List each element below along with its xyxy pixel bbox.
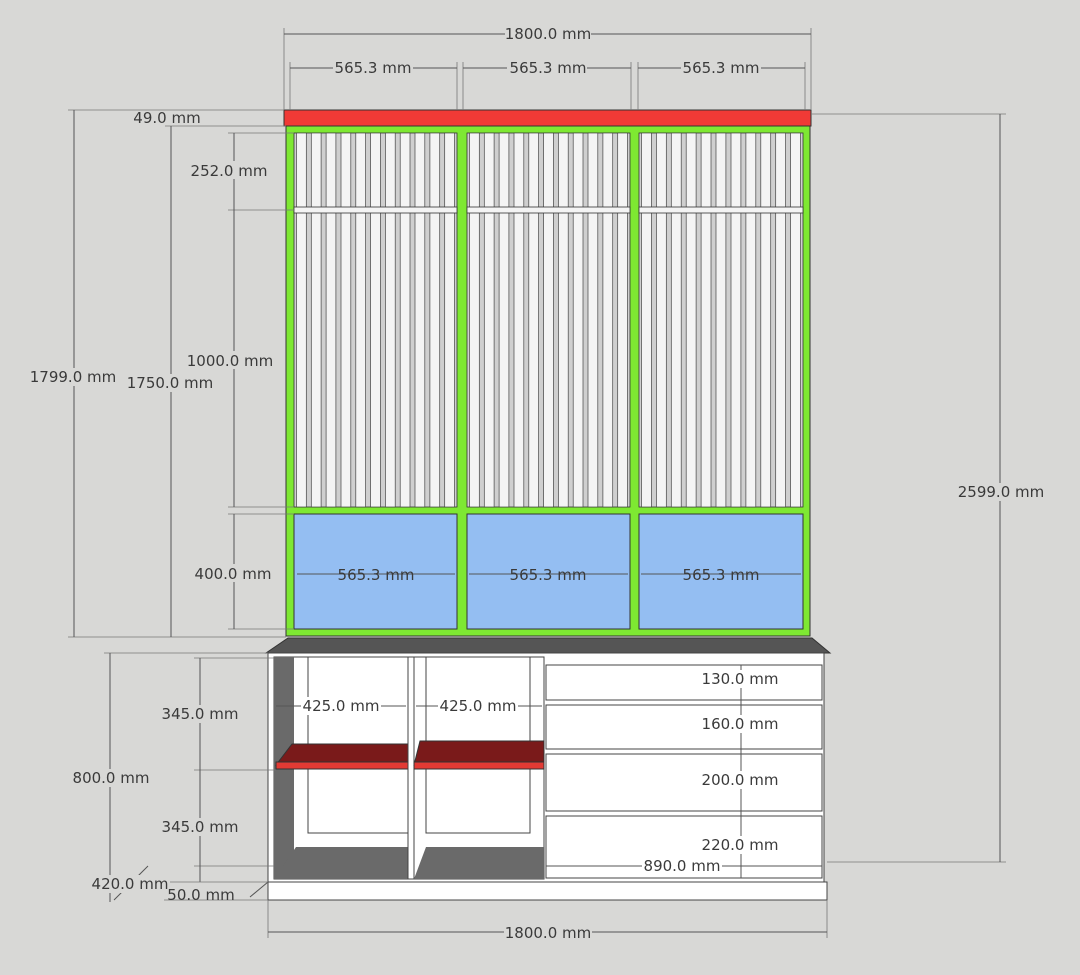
countertop — [264, 637, 832, 654]
label-drawer-1-height: 130.0 mm — [702, 670, 779, 688]
slat — [528, 132, 539, 508]
drawer-2 — [545, 704, 823, 750]
slat — [656, 132, 667, 508]
label-drawer-4-height: 220.0 mm — [702, 836, 779, 854]
slat — [414, 132, 426, 508]
slat — [745, 132, 757, 508]
label-drawer-3-height: 200.0 mm — [702, 771, 779, 789]
blue-panel-3 — [638, 513, 804, 630]
blue-panel-1 — [293, 513, 458, 630]
label-main-slat-height: 1000.0 mm — [187, 352, 273, 370]
plinth — [267, 881, 828, 901]
drawer-1 — [545, 664, 823, 701]
label-upper-slat-height: 252.0 mm — [191, 162, 268, 180]
label-lower-panel-height: 400.0 mm — [195, 565, 272, 583]
slat — [700, 132, 712, 508]
shelf-1-edge — [275, 761, 409, 770]
label-overall-upper-height: 1799.0 mm — [30, 368, 116, 386]
label-frame-height: 1750.0 mm — [127, 374, 213, 392]
slat — [730, 132, 742, 508]
lower-cabinet — [249, 637, 832, 901]
label-cabinet-height: 800.0 mm — [73, 769, 150, 787]
label-total-height: 2599.0 mm — [958, 483, 1044, 501]
cubby-divider — [407, 656, 415, 880]
slat — [513, 132, 525, 508]
upper-unit — [283, 109, 812, 637]
label-panel-width-1: 565.3 mm — [335, 59, 412, 77]
cubby-2-floor — [414, 847, 544, 879]
label-total-width-top: 1800.0 mm — [505, 25, 591, 43]
blue-panel-2 — [466, 513, 631, 630]
label-cubby-width-2: 425.0 mm — [440, 697, 517, 715]
shelf-2 — [413, 740, 545, 766]
label-cubby-width-1: 425.0 mm — [303, 697, 380, 715]
slat — [760, 132, 772, 508]
label-drawer-width: 890.0 mm — [644, 857, 721, 875]
slat — [325, 132, 337, 508]
slat-rail-3 — [638, 206, 804, 214]
slat — [296, 132, 307, 508]
slat — [775, 132, 786, 508]
slat — [543, 132, 554, 508]
slat — [385, 132, 396, 508]
slat-rail-2 — [466, 206, 631, 214]
slat — [310, 132, 322, 508]
label-cap-height: 49.0 mm — [133, 109, 200, 127]
slat — [469, 132, 480, 508]
label-cabinet-depth: 420.0 mm — [92, 875, 169, 893]
slat — [790, 132, 801, 508]
slat — [602, 132, 614, 508]
slat — [355, 132, 366, 508]
slat — [715, 132, 727, 508]
slat — [498, 132, 510, 508]
cubby-1-floor — [274, 847, 408, 879]
slat — [340, 132, 352, 508]
label-blue-panel-width-2: 565.3 mm — [510, 566, 587, 584]
slat-rail-1 — [293, 206, 458, 214]
label-upper-cubby-height: 345.0 mm — [162, 705, 239, 723]
label-plinth-height: 50.0 mm — [167, 886, 234, 904]
slat — [572, 132, 584, 508]
vertical-slats — [296, 132, 801, 508]
slat — [587, 132, 599, 508]
drawer-3 — [545, 753, 823, 812]
label-panel-width-3: 565.3 mm — [683, 59, 760, 77]
dimension-labels: 1800.0 mm 565.3 mm 565.3 mm 565.3 mm 49.… — [28, 25, 1046, 942]
shelf-2-edge — [413, 761, 545, 770]
slat — [370, 132, 381, 508]
label-blue-panel-width-3: 565.3 mm — [683, 566, 760, 584]
label-panel-width-2: 565.3 mm — [510, 59, 587, 77]
slat — [558, 132, 569, 508]
slat — [399, 132, 411, 508]
depth-indicator — [249, 881, 269, 898]
slat — [444, 132, 455, 508]
slat — [483, 132, 495, 508]
label-lower-cubby-height: 345.0 mm — [162, 818, 239, 836]
slat — [685, 132, 697, 508]
slat — [641, 132, 652, 508]
slat — [670, 132, 682, 508]
slat — [617, 132, 628, 508]
label-total-width-bottom: 1800.0 mm — [505, 924, 591, 942]
label-blue-panel-width-1: 565.3 mm — [338, 566, 415, 584]
top-cap — [283, 109, 812, 127]
label-drawer-2-height: 160.0 mm — [702, 715, 779, 733]
slat — [429, 132, 441, 508]
